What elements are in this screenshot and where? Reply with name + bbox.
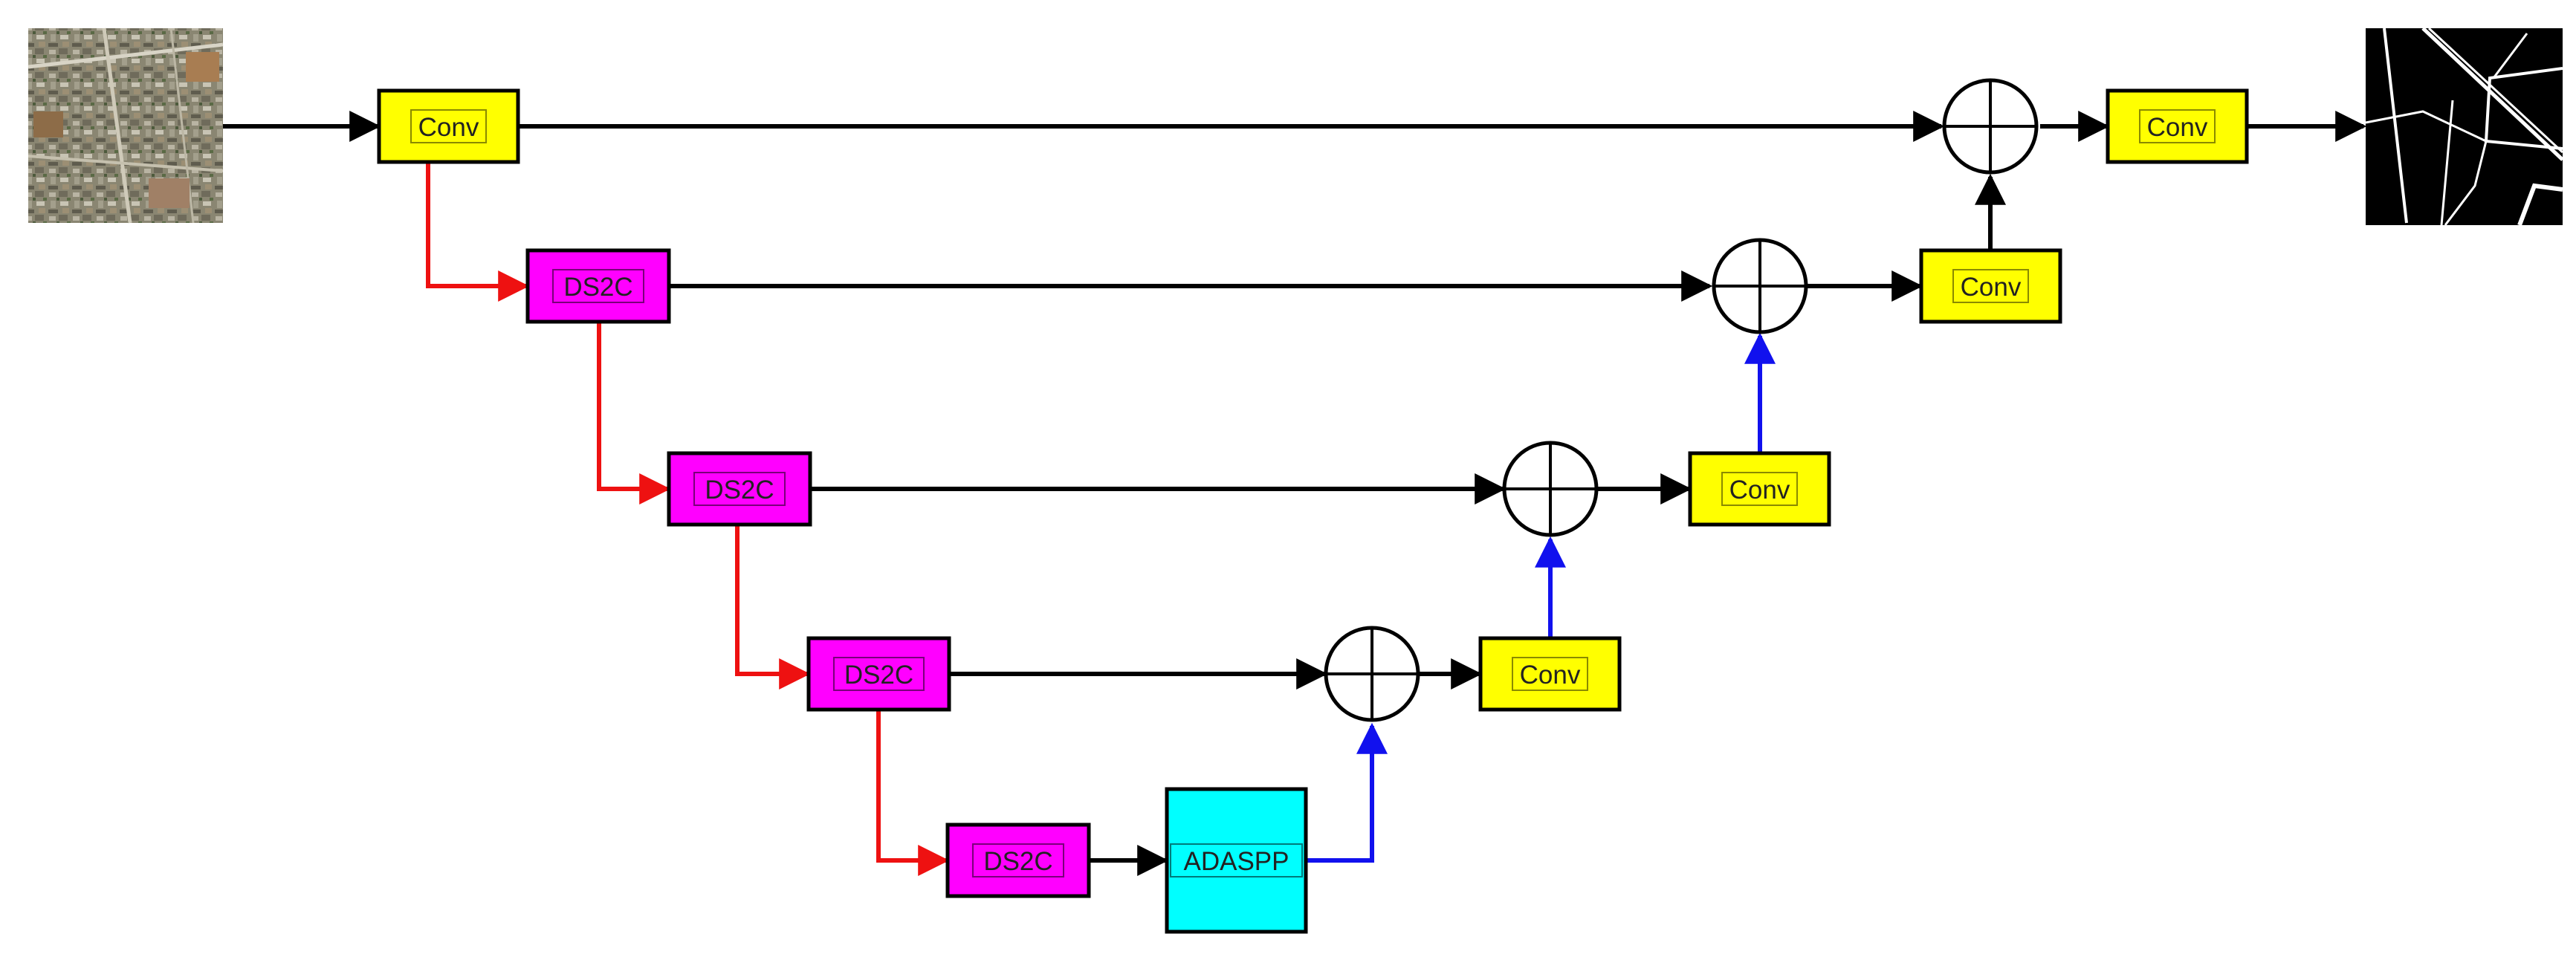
adaspp-label: ADASPP — [1184, 847, 1289, 876]
ds2c-block-4: DS2C — [945, 823, 1091, 898]
conv-block-input: Conv — [377, 88, 520, 164]
downsample-arrows — [426, 162, 950, 876]
ds2c-4-label: DS2C — [983, 847, 1052, 876]
sum-node-3 — [1502, 441, 1599, 537]
input-satellite-image — [27, 27, 224, 224]
arrow-conv-to-ds2c-1 — [426, 162, 530, 302]
ds2c-3-label: DS2C — [844, 661, 913, 690]
adaspp-block: ADASPP — [1165, 787, 1308, 934]
arrow-adaspp-to-sum-4 — [1306, 722, 1388, 863]
conv-block-up-1: Conv — [1919, 248, 2062, 324]
sum-node-top — [1942, 78, 2039, 175]
ds2c-2-label: DS2C — [705, 476, 774, 505]
conv-input-label: Conv — [418, 113, 479, 142]
ds2c-block-2: DS2C — [667, 451, 812, 527]
output-road-mask — [2365, 27, 2564, 227]
conv-up-3-label: Conv — [1520, 661, 1581, 690]
upsample-arrows — [1306, 332, 1776, 863]
ds2c-1-label: DS2C — [563, 273, 632, 302]
ds2c-block-3: DS2C — [806, 636, 951, 712]
conv-block-output: Conv — [2106, 88, 2249, 164]
conv-up-2-label: Conv — [1729, 476, 1790, 505]
sum-node-4 — [1324, 626, 1420, 722]
conv-block-up-2: Conv — [1688, 451, 1831, 527]
arrow-ds2c-2-to-ds2c-3 — [735, 525, 811, 690]
conv-output-label: Conv — [2147, 113, 2208, 142]
flow-arrows — [223, 111, 2367, 876]
sum-node-2 — [1712, 238, 1808, 334]
conv-up-1-label: Conv — [1961, 273, 2022, 302]
conv-block-up-3: Conv — [1478, 636, 1622, 712]
arrow-ds2c-1-to-ds2c-2 — [597, 322, 671, 505]
arrow-ds2c-3-to-ds2c-4 — [876, 710, 950, 876]
ds2c-block-1: DS2C — [525, 248, 671, 324]
